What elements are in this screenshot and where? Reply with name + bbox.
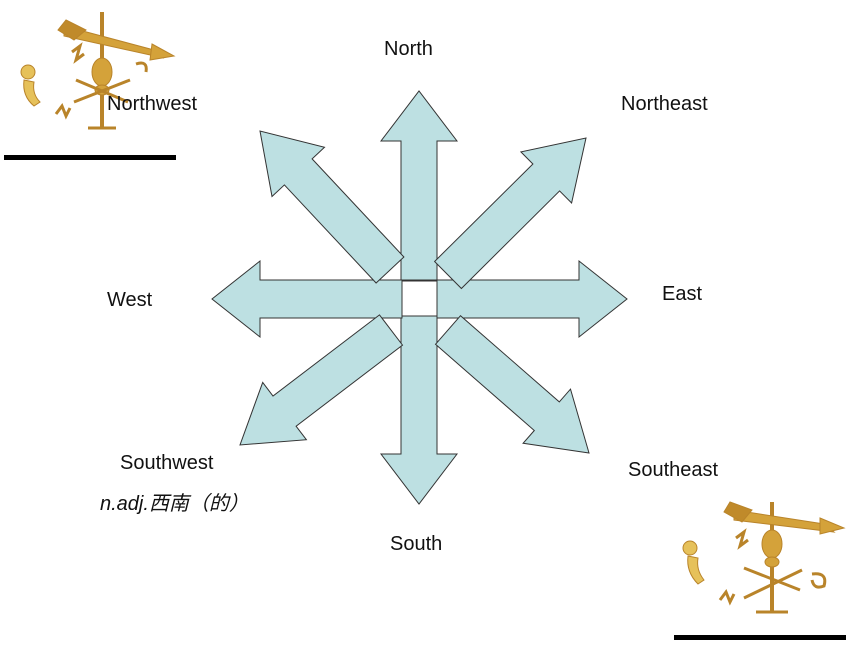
label-south: South (390, 533, 443, 555)
weather-vane-icon (20, 12, 176, 130)
compass-center-square (401, 280, 438, 317)
label-northeast: Northeast (621, 93, 708, 115)
label-north: North (384, 38, 433, 60)
label-northwest: Northwest (107, 93, 198, 115)
gloss-part-of-speech: n.adj. (100, 493, 149, 515)
gloss-meaning: 西南（的） (148, 491, 249, 515)
image-caption-bar (674, 635, 846, 640)
arrow-south (379, 315, 459, 505)
label-southeast: Southeast (628, 459, 719, 481)
arrow-southeast (434, 314, 590, 454)
arrow-northwest (259, 130, 405, 284)
label-southwest: Southwest (120, 452, 214, 474)
weather-vane-image-bottom-right (674, 490, 846, 640)
weather-vane-icon (682, 501, 846, 614)
arrow-northeast (433, 137, 587, 290)
image-caption-bar (4, 155, 176, 160)
southwest-gloss: n.adj.西南（的） (100, 493, 249, 514)
label-east: East (662, 283, 703, 305)
arrow-southwest (239, 314, 404, 446)
arrow-group (211, 90, 628, 505)
label-west: West (107, 289, 153, 311)
weather-vane-image-top-left (4, 10, 176, 160)
